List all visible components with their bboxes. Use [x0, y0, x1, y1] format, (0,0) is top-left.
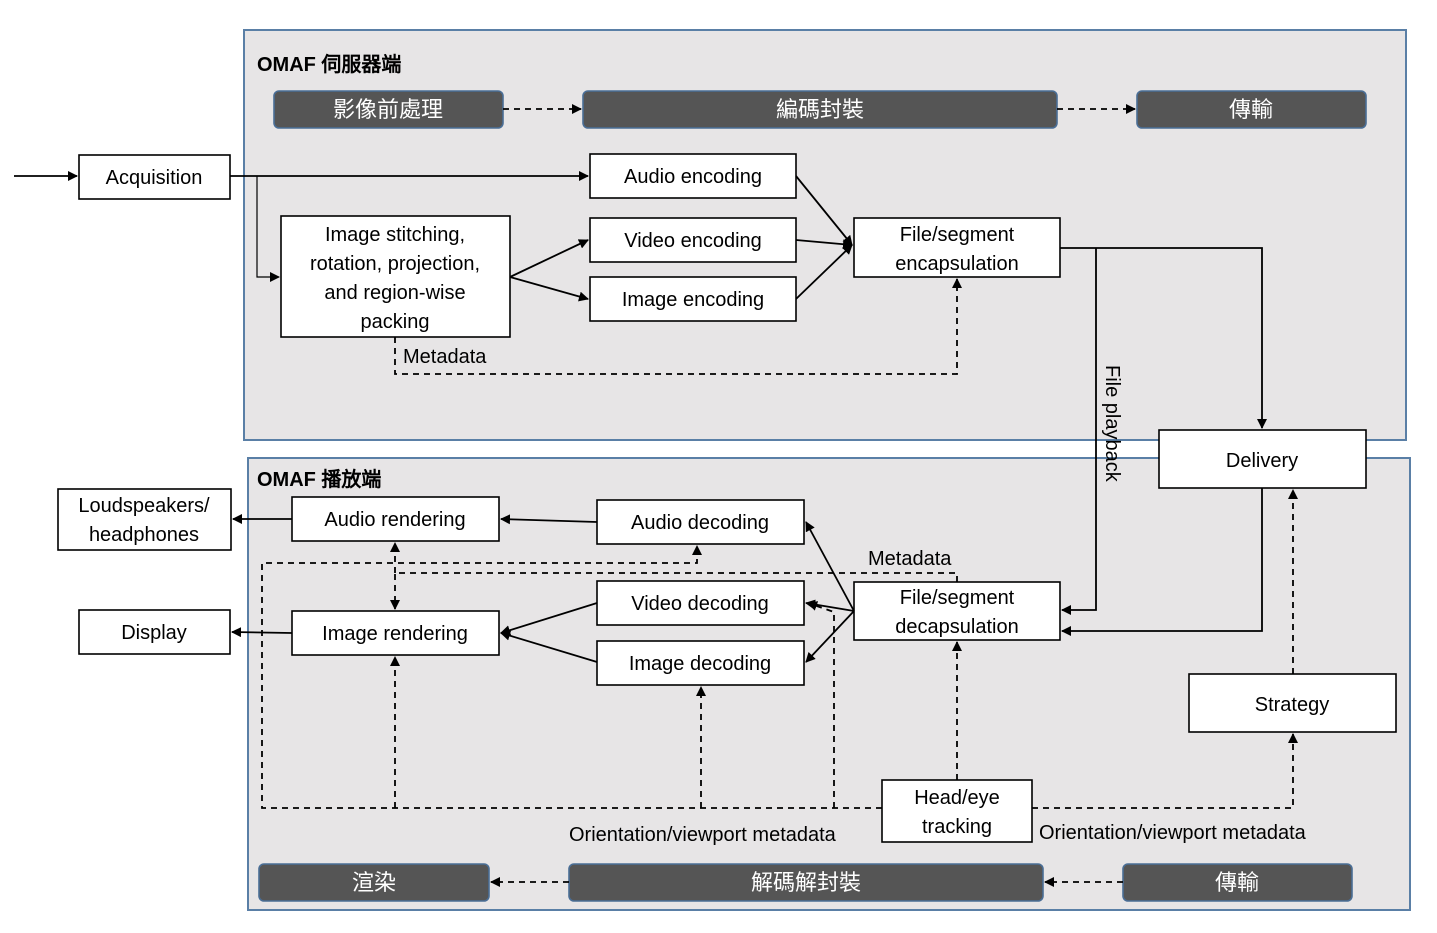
- edge-audio-encoding-to-encap: [795, 175, 853, 246]
- node-image-rendering-label: Image rendering: [322, 623, 468, 645]
- node-file-decapsulation-line1: File/segment: [900, 587, 1015, 609]
- edge-video-decoding-to-rendering: [500, 602, 598, 636]
- node-file-encapsulation-line2: encapsulation: [895, 253, 1018, 275]
- player-stage-rendering-label: 渲染: [352, 870, 396, 895]
- node-image-encoding: Image encoding: [589, 276, 797, 322]
- server-title: OMAF 伺服器端: [257, 53, 401, 76]
- node-loudspeakers: Loudspeakers/ headphones: [57, 488, 232, 551]
- edge-video-encoding-to-encap: [795, 239, 853, 250]
- edge-tracking-to-strategy: [1032, 733, 1298, 809]
- edge-image-encoding-to-encap: [795, 244, 853, 300]
- node-audio-decoding-label: Audio decoding: [631, 512, 769, 534]
- server-stage-preprocessing: 影像前處理: [273, 90, 504, 129]
- server-stage-encoding-label: 編碼封裝: [776, 97, 864, 122]
- node-delivery-label: Delivery: [1226, 450, 1298, 472]
- label-orientation-left: Orientation/viewport metadata: [569, 824, 837, 846]
- player-stage-decoding-label: 解碼解封裝: [751, 870, 861, 895]
- node-file-decapsulation-line2: decapsulation: [895, 616, 1018, 638]
- edge-tracking-to-video-decoding: [807, 601, 835, 808]
- edge-stitching-to-video-encoding: [509, 239, 589, 278]
- node-strategy: Strategy: [1188, 673, 1397, 733]
- node-image-decoding-label: Image decoding: [629, 653, 771, 675]
- node-display-label: Display: [121, 622, 187, 644]
- node-video-encoding-label: Video encoding: [624, 230, 762, 252]
- node-audio-encoding-label: Audio encoding: [624, 166, 762, 188]
- edge-stitching-to-image-encoding: [509, 276, 589, 302]
- node-audio-rendering: Audio rendering: [291, 496, 500, 542]
- node-strategy-label: Strategy: [1255, 694, 1329, 716]
- player-title: OMAF 播放端: [257, 467, 381, 491]
- node-display: Display: [78, 609, 231, 655]
- node-head-eye-line2: tracking: [922, 816, 992, 838]
- node-video-encoding: Video encoding: [589, 217, 797, 263]
- node-stitching-line4: packing: [361, 311, 430, 333]
- node-image-rendering: Image rendering: [291, 610, 500, 656]
- label-orientation-right: Orientation/viewport metadata: [1039, 822, 1307, 844]
- node-video-decoding: Video decoding: [596, 580, 805, 626]
- edge-acquisition-to-stitching: [256, 176, 280, 282]
- node-acquisition: Acquisition: [78, 154, 231, 200]
- edge-audio-decoding-to-rendering: [500, 514, 598, 525]
- node-image-encoding-label: Image encoding: [622, 289, 764, 311]
- player-stage-transmission-label: 傳輸: [1215, 870, 1259, 895]
- node-stitching-line2: rotation, projection,: [310, 253, 480, 275]
- node-stitching-line3: and region-wise: [324, 282, 465, 304]
- server-stage-transmission-label: 傳輸: [1229, 97, 1273, 122]
- node-audio-rendering-label: Audio rendering: [324, 509, 465, 531]
- label-metadata-server: Metadata: [403, 346, 487, 368]
- server-stage-preprocessing-label: 影像前處理: [333, 97, 443, 122]
- edge-decap-to-audio-decoding: [805, 521, 855, 612]
- node-file-decapsulation: File/segment decapsulation: [853, 581, 1061, 641]
- player-stage-decoding: 解碼解封裝: [568, 863, 1044, 902]
- player-stage-transmission: 傳輸: [1122, 863, 1353, 902]
- server-stage-transmission: 傳輸: [1136, 90, 1367, 129]
- player-stage-rendering: 渲染: [258, 863, 490, 902]
- node-image-decoding: Image decoding: [596, 640, 805, 686]
- label-file-playback: File playback: [1101, 365, 1123, 483]
- edge-encap-to-delivery: [1060, 247, 1267, 429]
- node-file-encapsulation: File/segment encapsulation: [853, 217, 1061, 278]
- node-loudspeakers-line1: Loudspeakers/: [78, 495, 210, 517]
- edge-metadata-from-decap: [390, 572, 958, 610]
- node-audio-encoding: Audio encoding: [589, 153, 797, 199]
- edge-image-decoding-to-rendering: [500, 630, 598, 663]
- edge-decap-to-image-decoding: [805, 610, 855, 663]
- node-head-eye-tracking: Head/eye tracking: [881, 779, 1033, 843]
- node-file-encapsulation-line1: File/segment: [900, 224, 1015, 246]
- server-stage-encoding: 編碼封裝: [582, 90, 1058, 129]
- node-loudspeakers-line2: headphones: [89, 524, 199, 546]
- label-metadata-player: Metadata: [868, 548, 952, 570]
- node-head-eye-line1: Head/eye: [914, 787, 1000, 809]
- edge-delivery-to-decap: [1061, 488, 1263, 636]
- node-video-decoding-label: Video decoding: [631, 593, 769, 615]
- node-stitching: Image stitching, rotation, projection, a…: [280, 215, 511, 338]
- node-audio-decoding: Audio decoding: [596, 499, 805, 545]
- node-delivery: Delivery: [1158, 429, 1367, 489]
- node-acquisition-label: Acquisition: [106, 167, 203, 189]
- edge-file-playback: [1061, 248, 1097, 615]
- node-stitching-line1: Image stitching,: [325, 224, 465, 246]
